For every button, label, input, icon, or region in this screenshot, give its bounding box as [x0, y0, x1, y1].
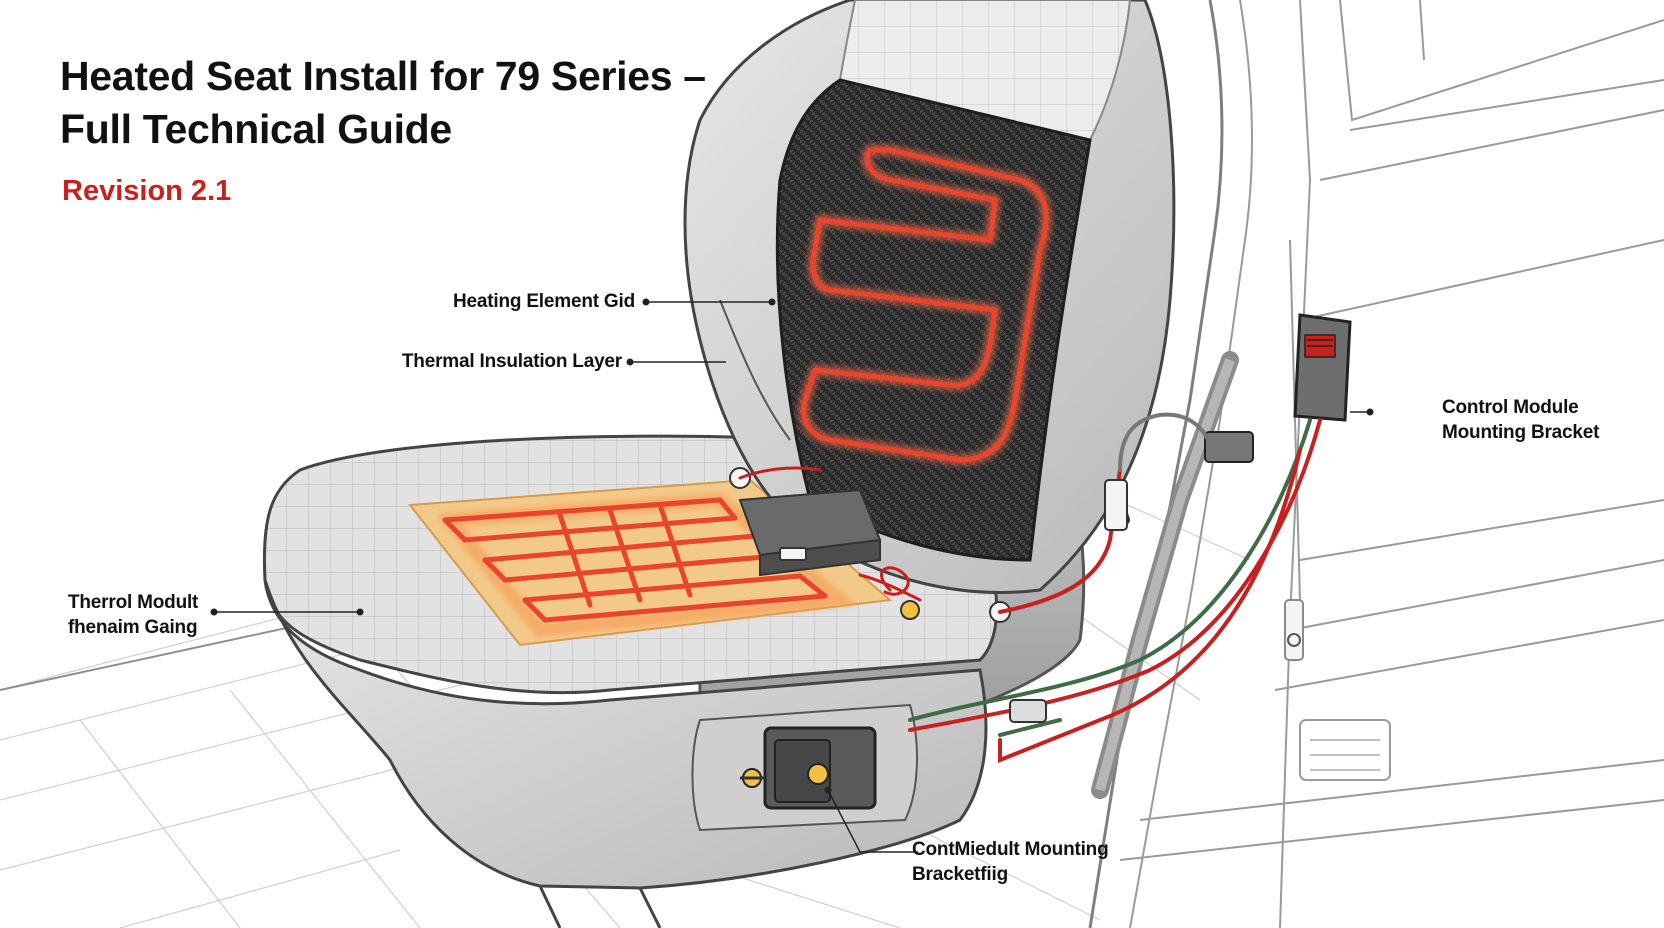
callout-bottom-bracket-line1: ContMiedult Mounting [912, 839, 1109, 860]
revision-label: Revision 2.1 [62, 175, 232, 207]
seat-back-upper [838, 0, 1132, 142]
callout-heating-element-text: Heating Element Gid [452, 291, 635, 312]
callout-insulation: Thermal Insulation Layer [360, 349, 622, 374]
wiring-harness [738, 412, 1322, 763]
callout-bottom-bracket-line2: Bracketfiig [912, 864, 1009, 885]
callout-heating-element: Heating Element Gid [400, 289, 635, 314]
door-striker [1287, 633, 1301, 647]
front-control-module [691, 703, 918, 832]
callout-leaders [214, 301, 1370, 853]
callout-thermal-module-line2: fhenaim Gaing [68, 617, 198, 638]
callout-control-bracket-line2: Mounting Bracket [1442, 422, 1600, 443]
heating-grid-icon [797, 144, 1052, 466]
page-title: Heated Seat Install for 79 Series – Full… [60, 53, 706, 152]
door-latch [1284, 599, 1304, 661]
callout-control-bracket-line1: Control Module [1442, 397, 1579, 418]
wall-control-module [1204, 313, 1352, 463]
callout-thermal-module-line1: Therrol Modult [68, 592, 199, 613]
callout-dots [210, 298, 1374, 794]
control-module-icon [738, 488, 882, 577]
door-frame-illustration [1088, 0, 1664, 928]
callout-thermal-module: Therrol Modult fhenaim Gaing [68, 590, 218, 640]
callout-bottom-bracket: ContMiedult Mounting Bracketfiig [912, 837, 1142, 887]
callout-insulation-text: Thermal Insulation Layer [401, 351, 622, 372]
callout-control-bracket: Control Module Mounting Bracket [1442, 395, 1642, 445]
